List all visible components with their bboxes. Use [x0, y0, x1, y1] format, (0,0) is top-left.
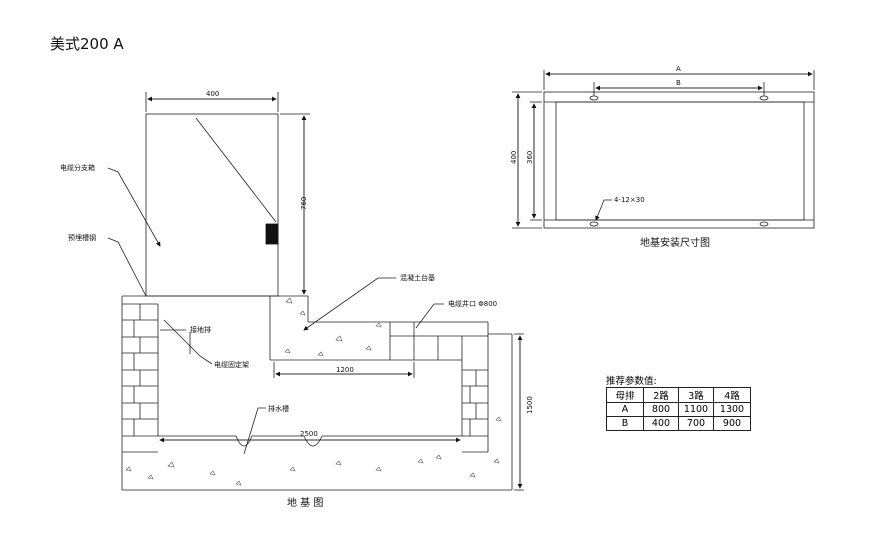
cable-box-outline	[145, 113, 279, 297]
params-header-cell: 母排	[606, 387, 644, 403]
params-cell: 700	[678, 416, 714, 431]
install-caption: 地基安装尺寸图	[640, 236, 710, 249]
box-latch	[265, 223, 279, 245]
params-row: A 800 1100 1300	[606, 402, 751, 417]
dim-360-label: 360	[526, 151, 534, 164]
dim-A-label: A	[676, 65, 681, 73]
foundation-caption: 地 基 图	[287, 496, 323, 509]
label-concrete-base: 混凝土台基	[400, 273, 435, 282]
dim-B-label: B	[676, 79, 681, 87]
label-cable-well: 电缆井口 Φ800	[448, 299, 497, 308]
label-holes: 4-12×30	[614, 196, 645, 204]
dim-install-400-label: 400	[510, 151, 518, 164]
params-table: 母排 2路 3路 4路 A 800 1100 1300 B 400 700 90…	[606, 387, 751, 431]
params-cell: 900	[713, 416, 751, 431]
mount-hole	[589, 95, 599, 101]
dim-1500-label: 1500	[526, 396, 534, 414]
label-drain: 排水槽	[268, 404, 289, 413]
params-header-row: 母排 2路 3路 4路	[606, 387, 751, 403]
foundation-view	[107, 92, 524, 491]
label-cable-box: 电缆分支箱	[60, 163, 95, 172]
install-outer-frame	[543, 91, 815, 229]
params-cell: 800	[643, 402, 679, 417]
page-title: 美式200 A	[50, 35, 124, 53]
box-diagonal	[195, 117, 277, 223]
dim-400-label: 400	[206, 90, 219, 98]
params-header-cell: 2路	[643, 387, 679, 403]
params-header-cell: 4路	[713, 387, 751, 403]
mount-hole	[759, 221, 769, 227]
params-cell: B	[606, 416, 644, 431]
label-ground-bar: 接地排	[190, 325, 211, 334]
params-header-cell: 3路	[678, 387, 714, 403]
params-cell: 1100	[678, 402, 714, 417]
mount-hole	[759, 95, 769, 101]
dim-2500-label: 2500	[300, 430, 318, 438]
label-cable-bracket: 电缆固定架	[214, 360, 249, 369]
params-cell: 400	[643, 416, 679, 431]
params-row: B 400 700 900	[606, 416, 751, 431]
install-plan	[512, 70, 815, 229]
mount-hole	[589, 221, 599, 227]
install-inner-frame	[555, 101, 805, 221]
dim-760-label: 760	[300, 197, 308, 210]
params-cell: 1300	[713, 402, 751, 417]
label-channel-steel: 预埋槽钢	[68, 233, 96, 242]
params-title: 推荐参数值:	[606, 376, 657, 387]
params-cell: A	[606, 402, 644, 417]
dim-1200-label: 1200	[336, 366, 354, 374]
